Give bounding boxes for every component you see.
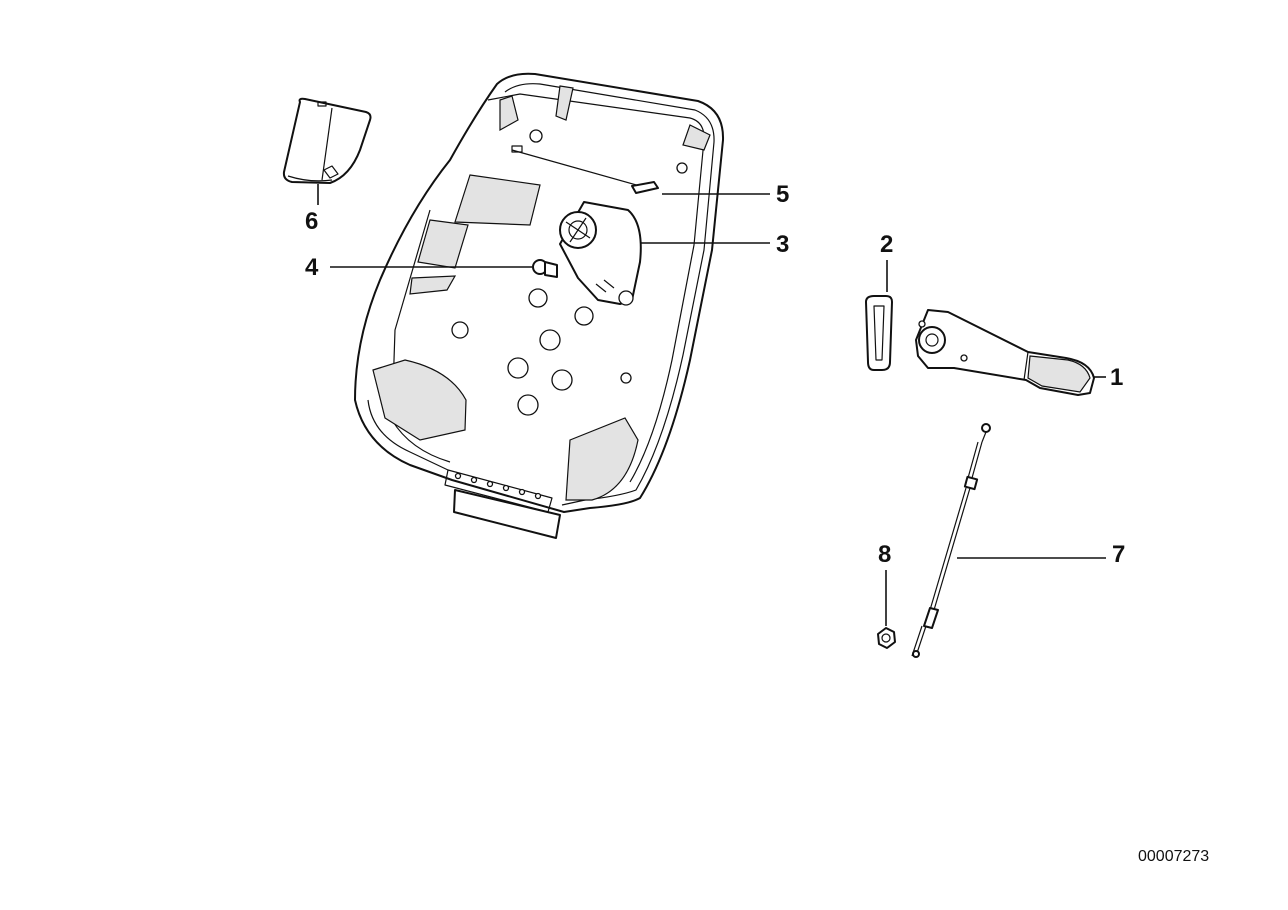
part-5-clip: [511, 145, 659, 194]
callout-5: 5: [776, 181, 789, 208]
part-3-adjuster: [559, 201, 642, 306]
callout-8: 8: [878, 541, 891, 568]
callout-2: 2: [880, 231, 893, 258]
leader-lines: [317, 184, 1106, 626]
callout-1: 1: [1110, 364, 1123, 391]
callout-6: 6: [305, 208, 318, 235]
part-1-lever: [915, 309, 1095, 396]
callout-4: 4: [305, 254, 319, 281]
callout-7: 7: [1112, 541, 1125, 568]
part-6-cover: [282, 97, 372, 184]
seat-back-shell: [354, 72, 725, 539]
part-8-nut: [877, 627, 896, 649]
part-4-plug: [532, 259, 558, 278]
part-2-gasket: [865, 295, 893, 371]
callout-3: 3: [776, 231, 789, 258]
document-number: 00007273: [1138, 848, 1209, 865]
part-7-cable: [911, 423, 991, 658]
